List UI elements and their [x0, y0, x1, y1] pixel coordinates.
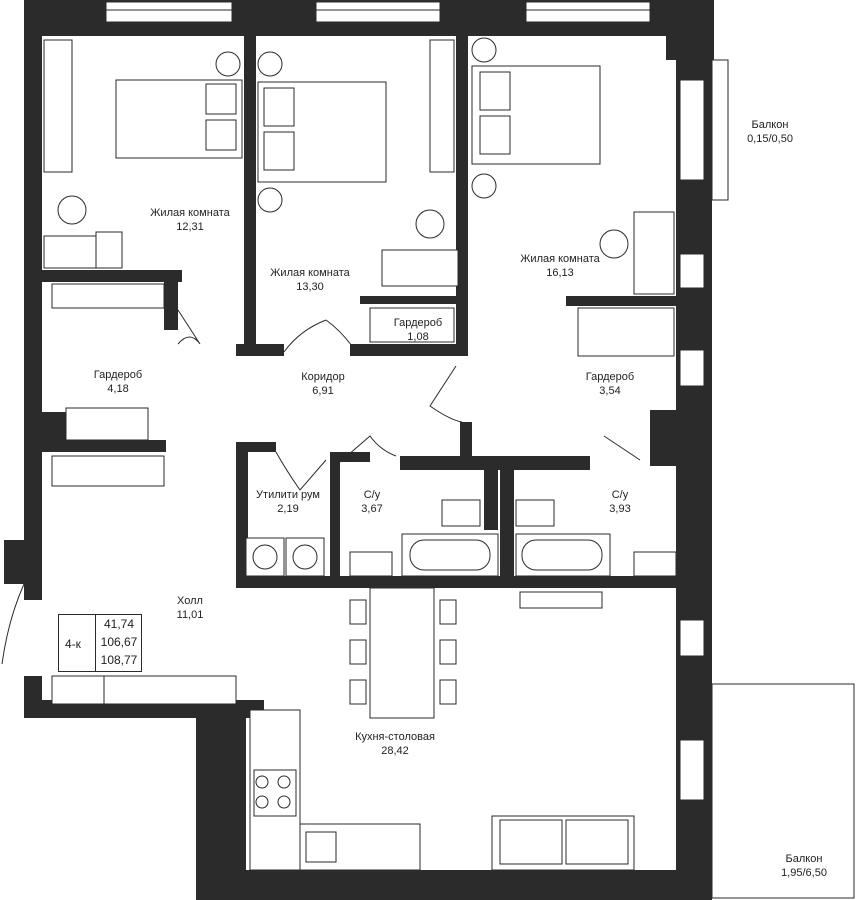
top-windows — [105, 1, 651, 23]
living-area: 41,74 — [103, 617, 135, 631]
apartment-type: 4-к — [65, 637, 81, 651]
right-windows — [679, 79, 705, 801]
wardrobes — [43, 39, 675, 705]
washing-machines — [245, 537, 325, 577]
bathroom-fixtures — [349, 499, 677, 609]
total-area: 106,67 — [100, 635, 138, 649]
total-with-balcony: 108,77 — [100, 653, 138, 667]
dining-table — [349, 587, 457, 719]
area-values: 41,74 106,67 108,77 — [95, 615, 142, 671]
door-swings — [1, 309, 711, 841]
round-items — [215, 37, 497, 213]
kitchen-units — [249, 709, 421, 871]
beds — [115, 65, 601, 183]
interior-walls — [42, 36, 678, 588]
area-summary: 4-к 41,74 106,67 108,77 — [58, 614, 142, 672]
sofa — [491, 815, 635, 871]
desks — [43, 195, 675, 295]
balconies — [711, 59, 855, 899]
